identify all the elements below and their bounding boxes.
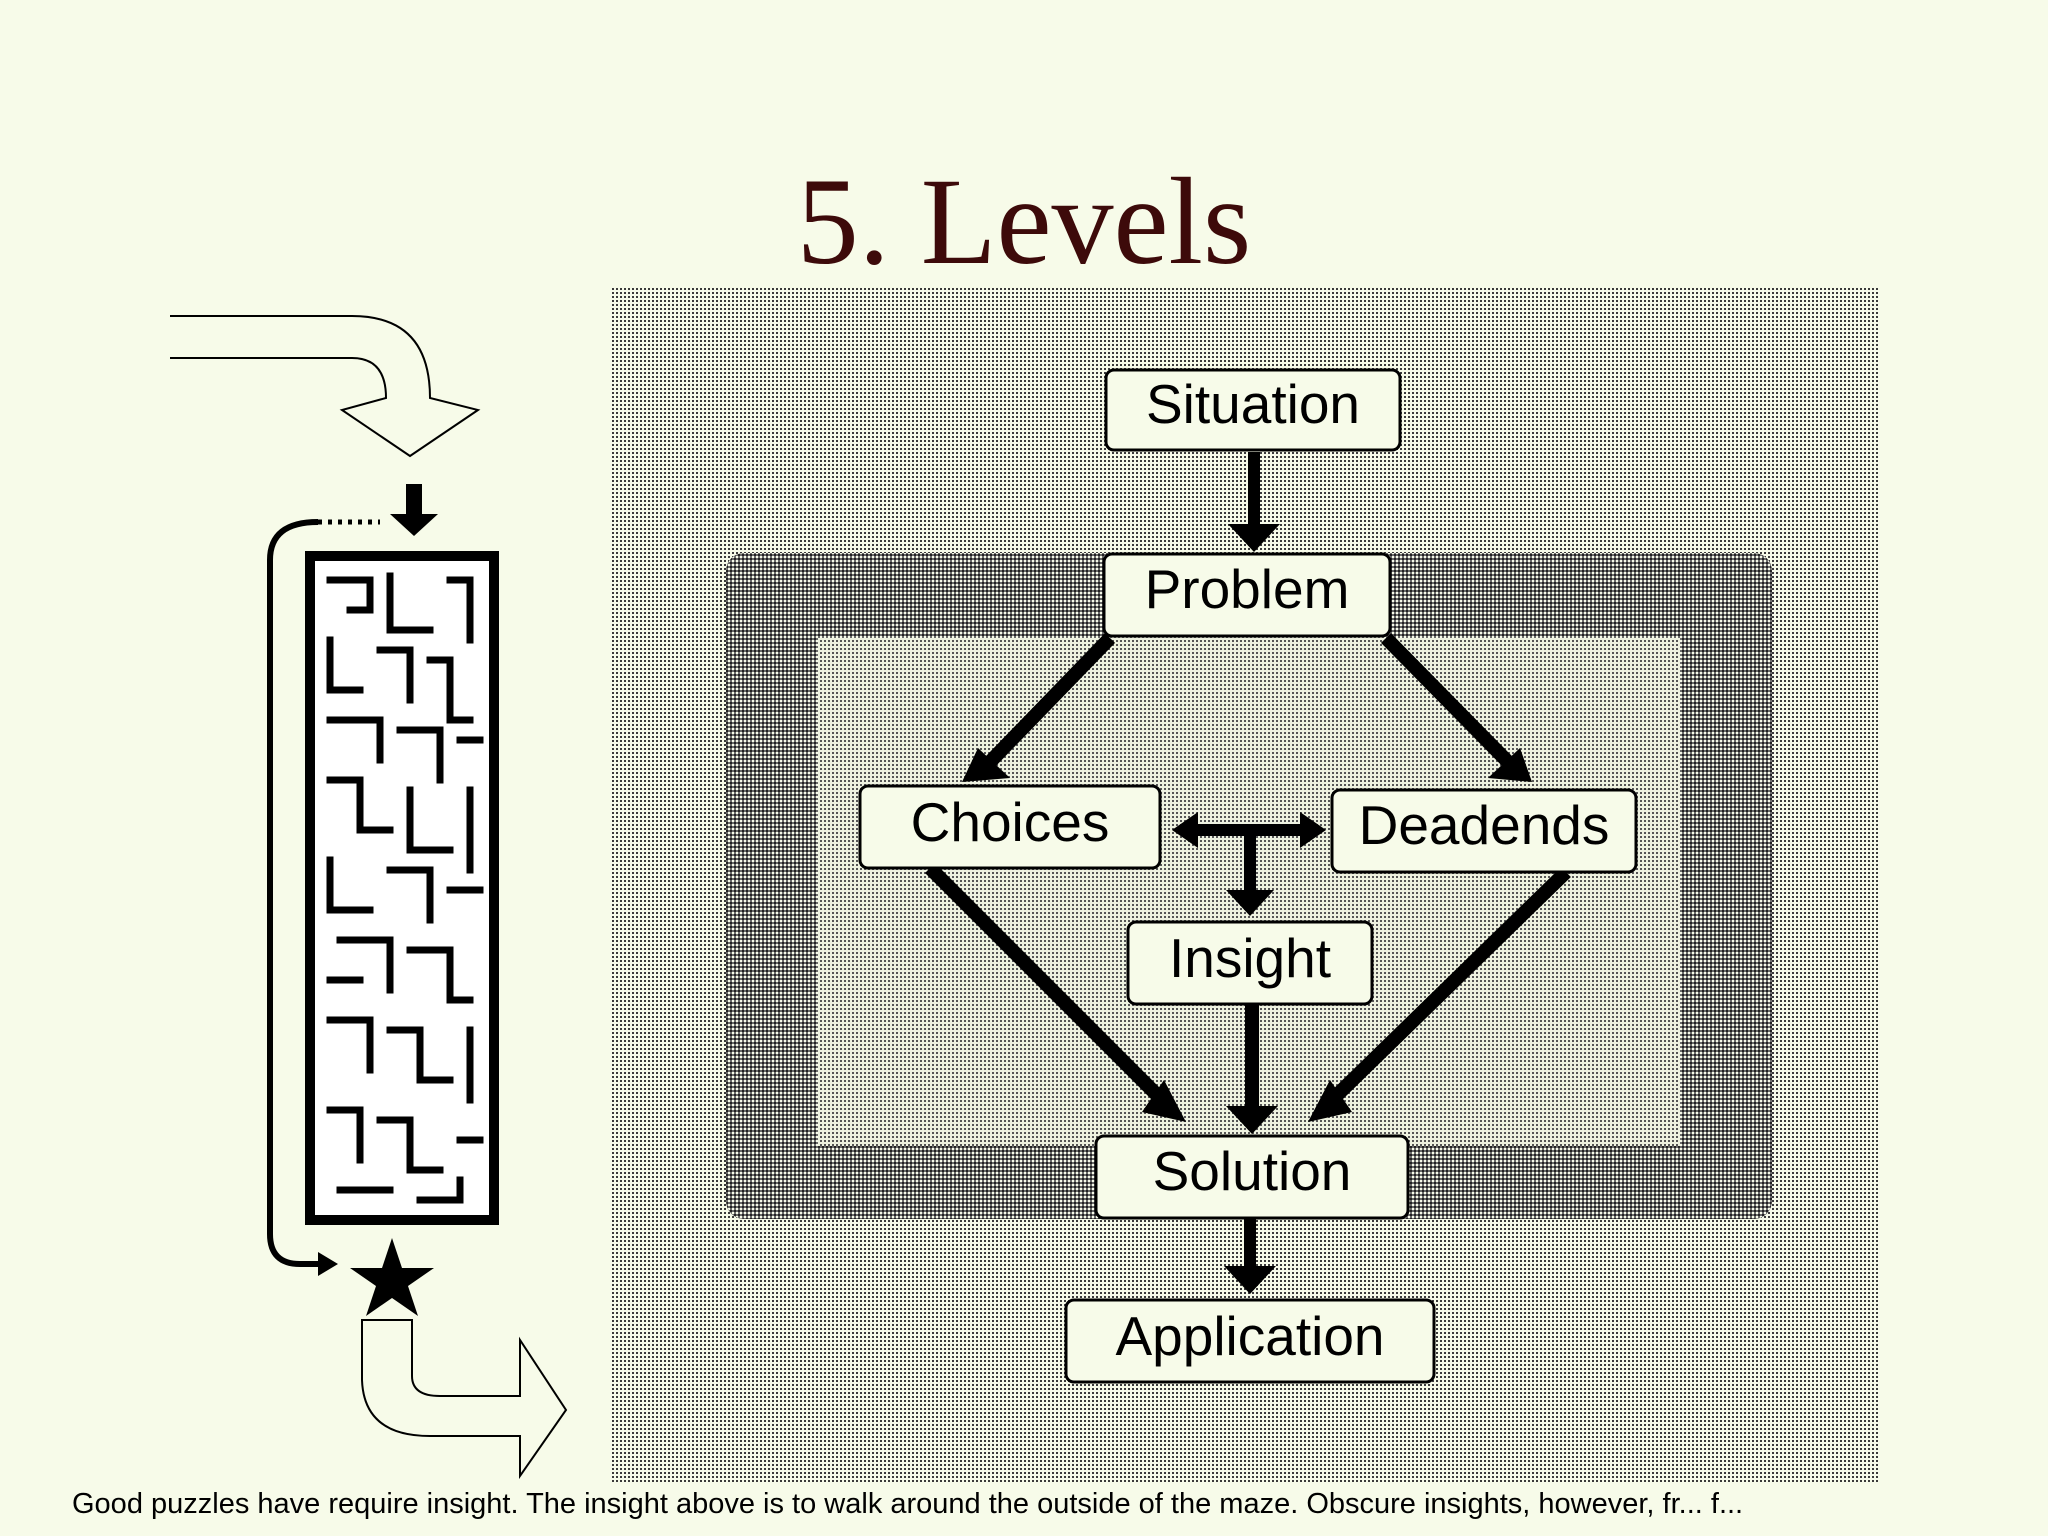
arrow-problem-to-deadends xyxy=(1381,633,1532,782)
maze-entry-arrow xyxy=(390,484,438,536)
node-problem: Problem xyxy=(1102,552,1392,638)
node-insight-label: Insight xyxy=(1169,927,1331,989)
maze-walls xyxy=(326,572,484,1204)
arrow-insight-to-solution xyxy=(1226,1004,1278,1134)
node-solution: Solution xyxy=(1094,1134,1410,1220)
node-choices-label: Choices xyxy=(911,791,1110,853)
node-deadends: Deadends xyxy=(1330,788,1638,874)
arrow-problem-to-choices xyxy=(962,633,1116,782)
node-insight: Insight xyxy=(1126,920,1374,1006)
arrow-choices-deadends-double xyxy=(1172,812,1326,848)
exit-hollow-arrow xyxy=(361,1319,568,1480)
arrow-situation-to-problem xyxy=(1228,452,1280,552)
arrows xyxy=(925,452,1571,1294)
entry-hollow-arrow xyxy=(170,315,481,458)
slide-title: 5. Levels xyxy=(796,153,1252,290)
node-application-label: Application xyxy=(1115,1305,1384,1367)
arrow-to-insight xyxy=(1226,836,1274,916)
maze-illustration xyxy=(170,315,568,1480)
outside-path-arrowhead xyxy=(318,1252,338,1276)
node-problem-label: Problem xyxy=(1145,558,1350,620)
node-solution-label: Solution xyxy=(1153,1140,1352,1202)
arrow-deadends-to-solution xyxy=(1308,866,1571,1122)
outside-path xyxy=(267,519,320,1267)
arrow-solution-to-application xyxy=(1224,1218,1276,1294)
goal-star-icon xyxy=(350,1238,434,1316)
caption: Good puzzles have require insight. The i… xyxy=(72,1488,1744,1520)
node-deadends-label: Deadends xyxy=(1359,794,1610,856)
node-choices: Choices xyxy=(858,784,1162,870)
arrow-choices-to-solution xyxy=(925,863,1186,1122)
node-situation: Situation xyxy=(1104,368,1402,452)
node-application: Application xyxy=(1064,1298,1436,1384)
node-situation-label: Situation xyxy=(1146,373,1360,435)
